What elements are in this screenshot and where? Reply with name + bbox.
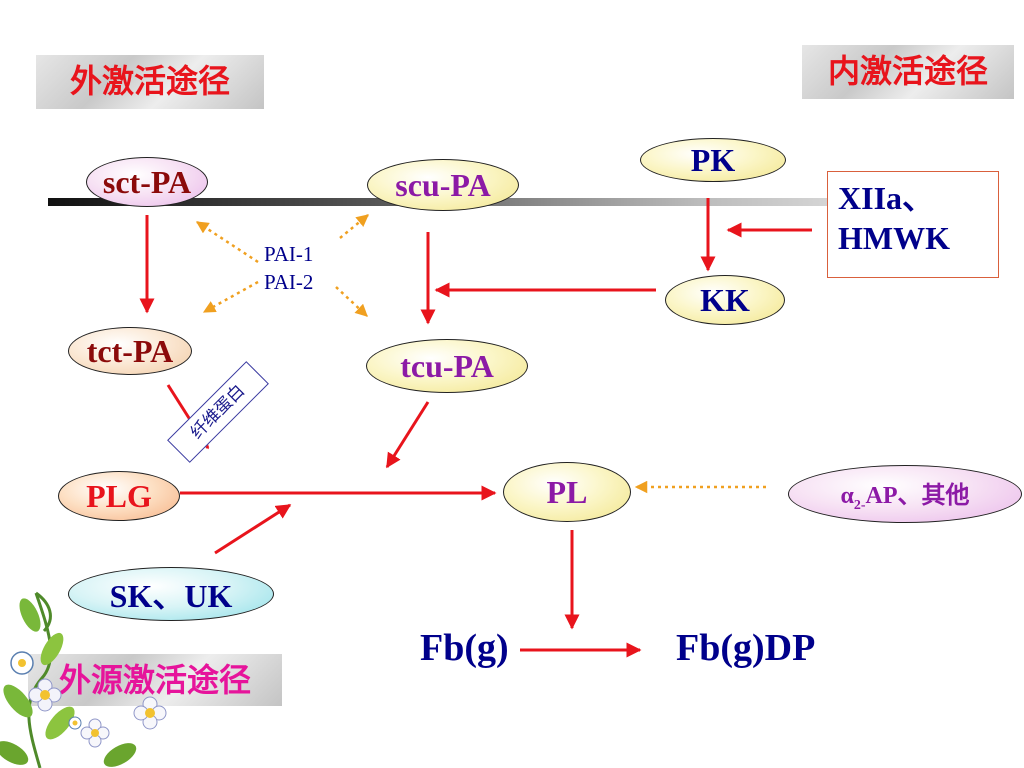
node-plg: PLG [58, 471, 180, 521]
intrinsic-pathway-label: 内激活途径 [802, 45, 1014, 99]
node-kk: KK [665, 275, 785, 325]
node-pl: PL [503, 462, 631, 522]
node-tct-pa-text: tct-PA [86, 332, 174, 369]
factors-box: XIIa、 HMWK [827, 171, 999, 278]
factor-xiia: XIIa、 [838, 180, 935, 216]
node-plg-text: PLG [86, 477, 152, 514]
inhib-arrow-to-scupa [339, 214, 369, 239]
pai-2-label: PAI-2 [264, 270, 314, 294]
extrinsic-pathway-label: 外激活途径 [36, 55, 264, 109]
inhibitor-labels: PAI-1 PAI-2 [264, 240, 313, 296]
node-sk-uk-text: SK、UK [109, 578, 233, 614]
node-pk-text: PK [690, 141, 736, 178]
node-pk: PK [640, 138, 786, 182]
node-tcu-pa: tcu-PA [366, 339, 528, 393]
inhib-arrow-to-sctpa [195, 220, 259, 264]
membrane-bar [48, 198, 978, 206]
exogenous-pathway-label: 外源激活途径 [28, 654, 282, 706]
node-scu-pa-text: scu-PA [395, 166, 491, 203]
inhib-arrow-to-tctpa [202, 280, 259, 314]
node-scu-pa: scu-PA [367, 159, 519, 211]
node-pl-text: PL [546, 473, 588, 510]
node-tct-pa: tct-PA [68, 327, 192, 375]
flower-decoration-icon [0, 591, 167, 768]
node-sct-pa: sct-PA [86, 157, 208, 207]
arrow-tcupa-pl [385, 401, 430, 469]
node-sk-uk: SK、UK [68, 567, 274, 621]
node-sct-pa-text: sct-PA [102, 163, 192, 200]
arrow-skuk-plg [214, 503, 292, 555]
product-fbg: Fb(g) [420, 627, 509, 669]
factor-hmwk: HMWK [838, 220, 950, 256]
product-fbgdp: Fb(g)DP [676, 627, 816, 669]
pai-1-label: PAI-1 [264, 242, 314, 266]
inhib-arrow-to-tcupa [335, 286, 368, 317]
node-kk-text: KK [700, 281, 750, 318]
node-alpha2-ap: α2-AP、其他 [788, 465, 1022, 523]
node-tcu-pa-text: tcu-PA [400, 347, 494, 384]
node-alpha2-ap-text: α2-AP、其他 [840, 482, 970, 513]
